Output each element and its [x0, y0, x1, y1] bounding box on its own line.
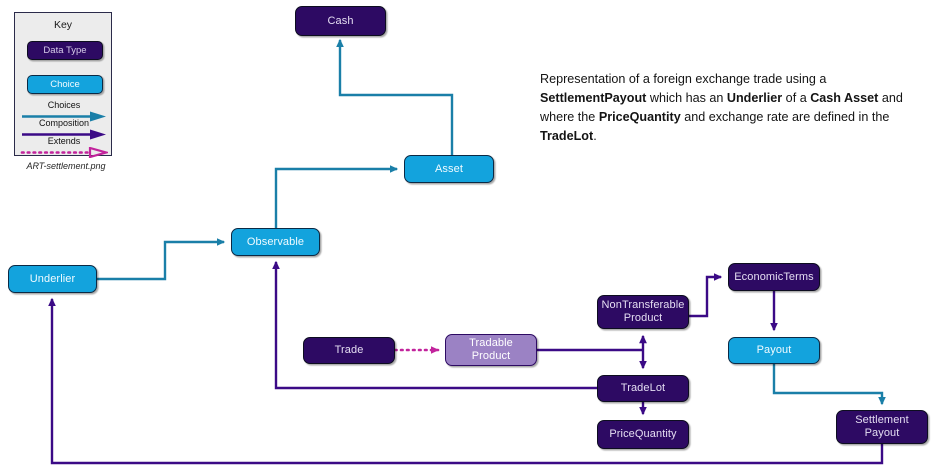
- description-text: .: [593, 129, 597, 143]
- diagram-description: Representation of a foreign exchange tra…: [540, 70, 904, 146]
- edge-trade-lot-to-observable: [272, 260, 597, 390]
- choices-arrow-icon: [22, 111, 106, 122]
- description-text: and where the: [540, 91, 903, 124]
- edge-asset-to-cash: [336, 38, 454, 155]
- edge-settlement-payout-to-underlier: [48, 297, 884, 465]
- edge-nontransferable-product-to-economic-terms: [689, 273, 723, 318]
- legend-row-choices: Choices: [20, 100, 108, 123]
- node-cash[interactable]: Cash: [295, 6, 386, 36]
- description-emphasis: Cash Asset: [810, 91, 879, 105]
- description-text: and exchange rate are defined in the: [680, 110, 890, 124]
- description-emphasis: Underlier: [726, 91, 783, 105]
- edge-payout-to-settlement-payout: [772, 364, 886, 406]
- legend-row-extends: Extends: [20, 136, 108, 159]
- legend-choices-label: Choices: [47, 100, 81, 110]
- node-tradable-product[interactable]: Tradable Product: [445, 334, 537, 366]
- legend-choice-swatch: Choice: [27, 75, 103, 94]
- node-observable[interactable]: Observable: [231, 228, 320, 256]
- legend-composition-label: Composition: [38, 118, 90, 128]
- legend-caption: ART-settlement.png: [26, 161, 106, 171]
- edge-observable-to-asset: [274, 165, 399, 228]
- node-trade-lot[interactable]: TradeLot: [597, 375, 689, 402]
- node-price-quantity[interactable]: PriceQuantity: [597, 420, 689, 449]
- legend-row-composition: Composition: [20, 118, 108, 141]
- legend-data-type-swatch: Data Type: [27, 41, 103, 60]
- extends-arrow-icon: [20, 147, 108, 158]
- node-economic-terms[interactable]: EconomicTerms: [728, 263, 820, 291]
- node-settlement-payout[interactable]: Settlement Payout: [836, 410, 928, 444]
- composition-arrow-icon: [22, 129, 106, 140]
- legend-extends-label: Extends: [47, 136, 81, 146]
- node-nontransferable-product[interactable]: NonTransferable Product: [597, 295, 689, 329]
- edge-underlier-to-observable: [97, 238, 226, 281]
- node-trade[interactable]: Trade: [303, 337, 395, 364]
- description-emphasis: SettlementPayout: [540, 91, 647, 105]
- legend-panel: Key Data Type Choice Choices Composition…: [14, 12, 112, 159]
- node-underlier[interactable]: Underlier: [8, 265, 97, 293]
- description-emphasis: PriceQuantity: [598, 110, 681, 124]
- legend-title: Key: [53, 19, 73, 31]
- description-text: of a: [782, 91, 811, 105]
- description-emphasis: TradeLot: [540, 129, 594, 143]
- description-text: which has an: [646, 91, 727, 105]
- description-text: Representation of a foreign exchange tra…: [540, 72, 827, 86]
- node-asset[interactable]: Asset: [404, 155, 494, 183]
- node-payout[interactable]: Payout: [728, 337, 820, 364]
